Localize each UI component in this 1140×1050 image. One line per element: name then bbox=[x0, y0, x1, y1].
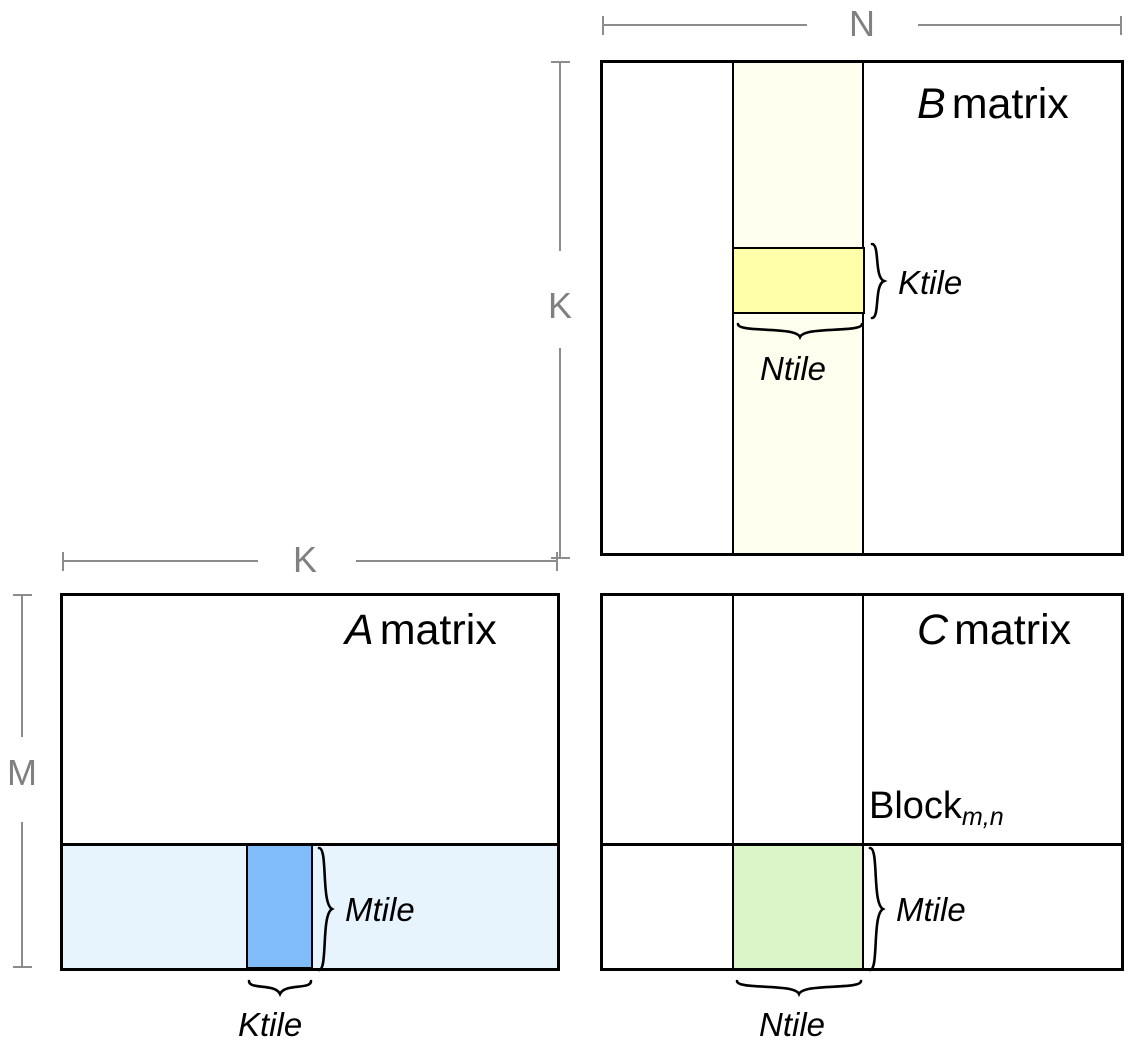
k-horizontal-line-right bbox=[356, 560, 558, 562]
a-ktile-brace-icon bbox=[247, 979, 313, 998]
a-matrix-ktile-tile bbox=[246, 844, 313, 969]
m-dimension-line-top bbox=[21, 594, 23, 737]
a-ktile-label: Ktile bbox=[238, 1006, 303, 1043]
a-mtile-brace-icon bbox=[317, 846, 335, 972]
b-ktile-brace-icon bbox=[870, 242, 888, 320]
k-horizontal-right-cap bbox=[556, 552, 558, 571]
b-matrix-ktile-tile bbox=[732, 247, 865, 314]
a-mtile-label: Mtile bbox=[345, 891, 415, 928]
n-dimension-line-right bbox=[918, 24, 1122, 26]
b-matrix-title-word: matrix bbox=[951, 80, 1069, 128]
block-label-base: Block bbox=[869, 785, 962, 827]
c-matrix-symbol: C bbox=[917, 606, 949, 654]
c-matrix-column-divider-left bbox=[732, 596, 734, 968]
c-matrix-column-divider-right bbox=[862, 596, 864, 968]
b-ntile-label: Ntile bbox=[760, 350, 827, 387]
m-dimension-line-bottom bbox=[21, 822, 23, 968]
c-matrix-block-tile bbox=[734, 846, 862, 968]
block-label-subscript: m,n bbox=[961, 803, 1004, 832]
k-vertical-line-bottom bbox=[559, 348, 561, 558]
n-dimension-line-left bbox=[602, 24, 807, 26]
c-matrix-row-divider bbox=[600, 843, 1124, 846]
b-matrix-symbol: B bbox=[917, 80, 946, 128]
a-matrix-title-word: matrix bbox=[379, 606, 497, 654]
n-dimension-right-cap bbox=[1120, 16, 1122, 35]
b-ntile-brace-icon bbox=[736, 322, 864, 341]
c-mtile-label: Mtile bbox=[896, 891, 966, 928]
k-horizontal-dimension-label: K bbox=[292, 539, 317, 580]
c-ntile-label: Ntile bbox=[759, 1006, 826, 1043]
a-matrix-symbol: A bbox=[345, 606, 374, 654]
b-ktile-label: Ktile bbox=[898, 264, 963, 301]
k-vertical-bottom-cap bbox=[551, 557, 570, 559]
c-matrix-block-label: Blockm,n bbox=[869, 785, 1004, 830]
c-ntile-brace-icon bbox=[735, 979, 863, 998]
k-horizontal-line-left bbox=[62, 560, 258, 562]
c-mtile-brace-icon bbox=[868, 846, 886, 972]
k-vertical-line-top bbox=[559, 61, 561, 251]
m-dimension-label: M bbox=[7, 752, 37, 793]
c-matrix-title-word: matrix bbox=[954, 606, 1072, 654]
m-dimension-bottom-cap bbox=[13, 966, 32, 968]
n-dimension-label: N bbox=[849, 3, 875, 44]
k-vertical-dimension-label: K bbox=[547, 285, 572, 326]
